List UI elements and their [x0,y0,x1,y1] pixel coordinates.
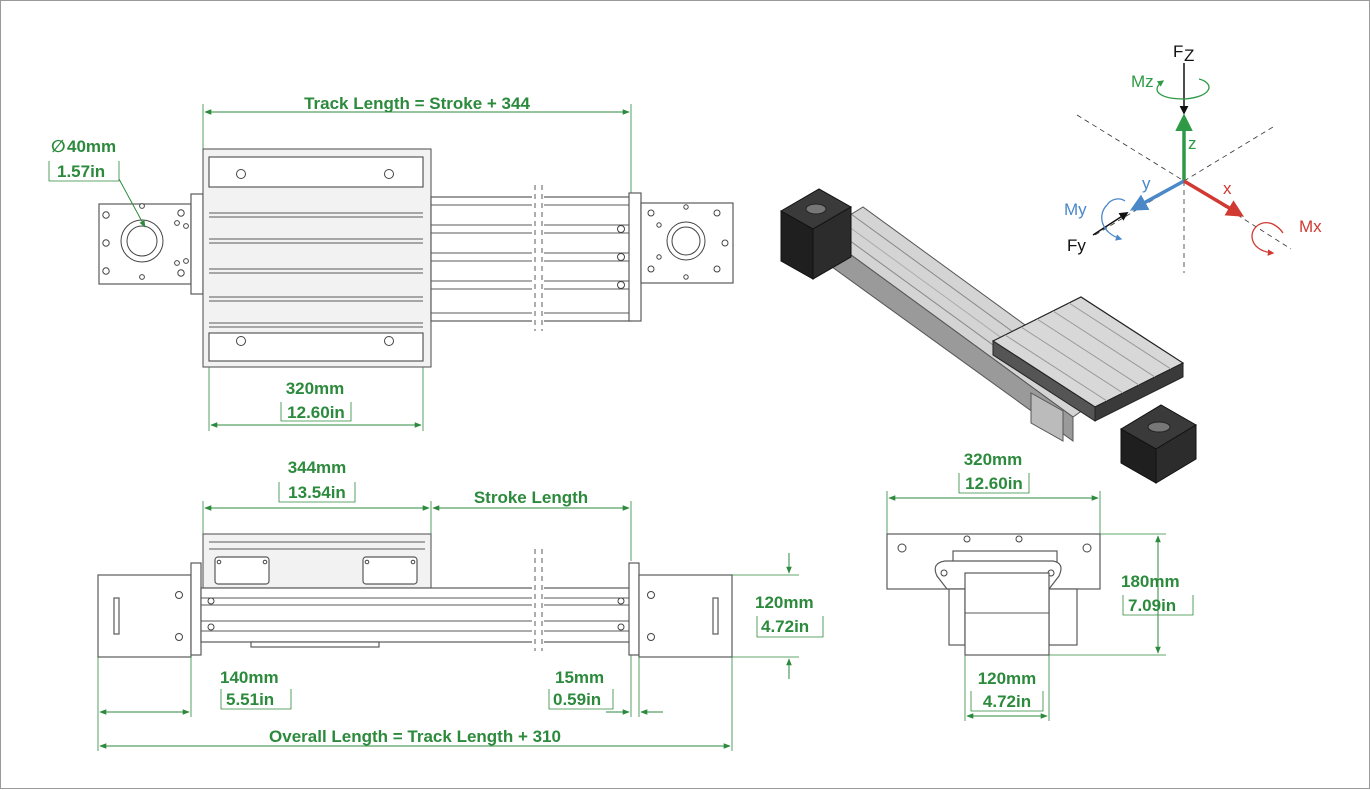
end-width-in: 12.60in [965,474,1023,493]
top-view: Track Length = Stroke + 344 ∅ 40mm 1.57i… [48,94,734,431]
mz-label: Mz [1131,72,1154,91]
end-width-mm: 320mm [964,450,1023,469]
side-right-end [638,574,733,658]
gap-mm: 15mm [555,668,604,687]
overall-length-label: Overall Length = Track Length + 310 [269,727,561,746]
diameter-mm: 40mm [67,137,116,156]
side-carriage-mm: 344mm [288,458,347,477]
diameter-in: 1.57in [57,162,105,181]
stroke-length-label: Stroke Length [474,488,588,507]
end-height-mm: 180mm [1121,572,1180,591]
track-length-label: Track Length = Stroke + 344 [304,94,530,113]
end-in: 5.51in [226,690,274,709]
fy-label: Fy [1067,236,1086,255]
mx-label: Mx [1299,217,1322,236]
side-height-in: 4.72in [761,617,809,636]
side-height-mm: 120mm [755,593,814,612]
my-label: My [1064,200,1087,219]
isometric-view [779,188,1197,484]
end-body-mm: 120mm [978,669,1037,688]
gap-in: 0.59in [553,690,601,709]
end-body-in: 4.72in [983,692,1031,711]
end-mm: 140mm [220,668,279,687]
z-label: z [1188,134,1197,153]
x-label: x [1223,179,1232,198]
side-carriage-in: 13.54in [288,483,346,502]
fz-subscript: Z [1184,46,1194,65]
end-height-in: 7.09in [1128,596,1176,615]
side-left-end [97,574,192,658]
axes-diagram: F Z Mz z y x My Fy Mx [1064,42,1322,273]
diameter-symbol: ∅ [51,137,66,156]
top-carriage-mm: 320mm [286,379,345,398]
side-view: 344mm 13.54in Stroke Length [97,458,824,751]
end-view: 320mm 12.60in 180mm 7.09in 120mm 4.72in [886,450,1194,721]
fz-label: F [1173,42,1183,61]
y-label: y [1142,174,1151,193]
top-carriage-in: 12.60in [287,403,345,422]
